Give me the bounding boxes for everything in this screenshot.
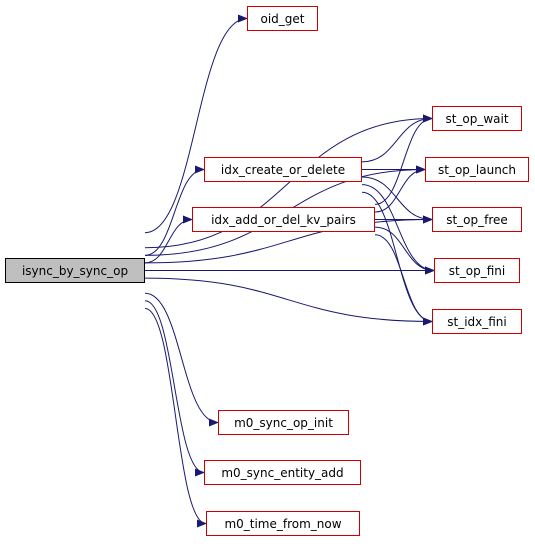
edge-idx_add_or_del_kv_pairs-to-st_op_fini bbox=[374, 226, 435, 275]
edge-isync_by_sync_op-to-m0_sync_op_init bbox=[144, 292, 219, 427]
edge-isync_by_sync_op-to-st_op_free bbox=[144, 215, 433, 264]
edge-idx_create_or_delete-to-st_op_wait bbox=[361, 114, 433, 163]
node-idx-add-or-del-kv-pairs[interactable]: idx_add_or_del_kv_pairs bbox=[192, 207, 375, 232]
edge-isync_by_sync_op-to-st_idx_fini bbox=[144, 277, 433, 326]
node-st-idx-fini[interactable]: st_idx_fini bbox=[432, 309, 522, 334]
node-m0-sync-op-init[interactable]: m0_sync_op_init bbox=[218, 410, 349, 435]
node-st-op-launch[interactable]: st_op_launch bbox=[425, 157, 529, 182]
edge-isync_by_sync_op-to-m0_time_from_now bbox=[144, 307, 207, 528]
edge-idx_add_or_del_kv_pairs-to-st_op_launch bbox=[374, 165, 426, 213]
edge-isync_by_sync_op-to-oid_get bbox=[144, 14, 248, 234]
node-m0-sync-entity-add[interactable]: m0_sync_entity_add bbox=[204, 460, 361, 485]
edge-isync_by_sync_op-to-st_op_wait bbox=[144, 114, 433, 249]
edge-isync_by_sync_op-to-m0_sync_entity_add bbox=[144, 300, 205, 477]
edge-isync_by_sync_op-to-idx_create_or_delete bbox=[144, 165, 205, 256]
edge-idx_create_or_delete-to-st_op_free bbox=[361, 176, 433, 224]
edge-isync_by_sync_op-to-idx_add_or_del_kv_pairs bbox=[144, 215, 193, 264]
node-st-op-free[interactable]: st_op_free bbox=[432, 207, 522, 232]
node-m0-time-from-now[interactable]: m0_time_from_now bbox=[206, 511, 360, 536]
edge-idx_create_or_delete-to-st_op_fini bbox=[361, 184, 435, 275]
node-st-op-fini[interactable]: st_op_fini bbox=[434, 258, 520, 283]
edge-idx_add_or_del_kv_pairs-to-st_op_wait bbox=[374, 114, 433, 205]
node-st-op-wait[interactable]: st_op_wait bbox=[432, 106, 522, 131]
edge-idx_add_or_del_kv_pairs-to-st_idx_fini bbox=[374, 234, 433, 326]
node-oid-get[interactable]: oid_get bbox=[247, 6, 318, 31]
node-isync-by-sync-op: isync_by_sync_op bbox=[5, 258, 145, 283]
node-idx-create-or-delete[interactable]: idx_create_or_delete bbox=[204, 157, 362, 182]
